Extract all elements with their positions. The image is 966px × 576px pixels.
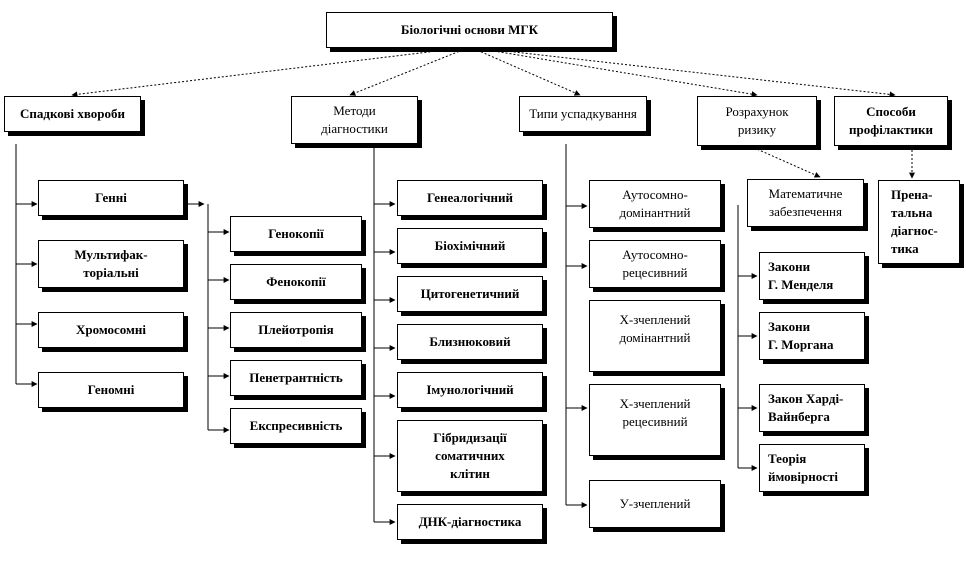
method-item: Цитогенетичний [397,276,543,312]
category-hereditary-diseases: Спадкові хвороби [4,96,141,132]
inheritance-item: Х-зчеплений домінантний [589,300,721,372]
root-node: Біологічні основи МГК [326,12,613,48]
method-item: ДНК-діагностика [397,504,543,540]
gene-item: Експресивність [230,408,362,444]
math-item: Закон Харді- Вайнберга [759,384,865,432]
math-item: Теорія ймовірності [759,444,865,492]
hereditary-item: Мультифак- торіальні [38,240,184,288]
math-support-node: Математичне забезпечення [747,179,864,227]
inheritance-item: Аутосомно- домінантний [589,180,721,228]
gene-item: Фенокопії [230,264,362,300]
hereditary-item: Геномні [38,372,184,408]
category-risk-calculation: Розрахунок ризику [697,96,817,146]
hereditary-item: Генні [38,180,184,216]
inheritance-item: Х-зчеплений рецесивний [589,384,721,456]
method-item: Гібридизації соматичних клітин [397,420,543,492]
method-item: Імунологічний [397,372,543,408]
hereditary-item: Хромосомні [38,312,184,348]
gene-item: Генокопії [230,216,362,252]
math-item: Закони Г. Менделя [759,252,865,300]
inheritance-item: У-зчеплений [589,480,721,528]
inheritance-item: Аутосомно- рецесивний [589,240,721,288]
method-item: Генеалогічний [397,180,543,216]
gene-item: Плейотропія [230,312,362,348]
gene-item: Пенетрантність [230,360,362,396]
category-diagnostic-methods: Методи діагностики [291,96,418,144]
prenatal-diagnostics-node: Прена- тальна діагнос- тика [878,180,960,264]
category-prevention-methods: Способи профілактики [834,96,948,146]
method-item: Близнюковий [397,324,543,360]
math-item: Закони Г. Моргана [759,312,865,360]
category-inheritance-types: Типи успадкування [519,96,647,132]
method-item: Біохімічний [397,228,543,264]
